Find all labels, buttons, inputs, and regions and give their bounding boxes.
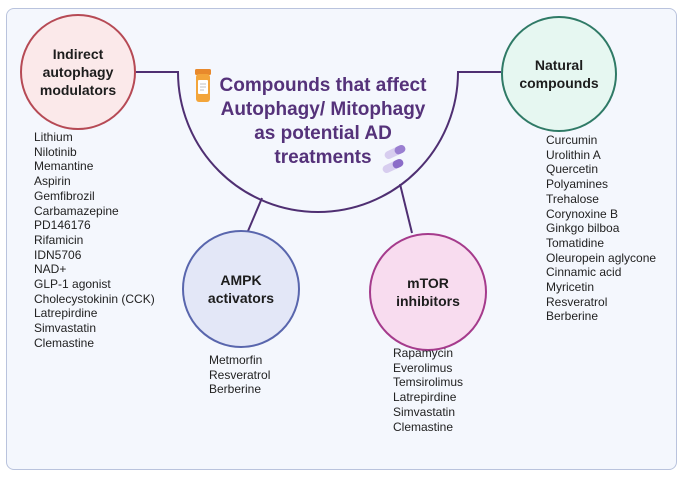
compound-list-item: Quercetin: [546, 162, 599, 177]
natural-compounds-node: Natural compounds: [501, 16, 617, 132]
compound-list-item: Gemfibrozil: [34, 188, 95, 203]
node-label-line: AMPK: [220, 272, 262, 288]
ampk-activators-node: AMPK activators: [182, 230, 300, 348]
node-label-line: compounds: [519, 75, 599, 91]
connector-ampk: [247, 197, 263, 232]
compound-list-item: Berberine: [209, 382, 262, 397]
compound-list-item: Polyamines: [546, 177, 609, 192]
node-label-line: activators: [207, 290, 275, 306]
compound-list-item: Temsirolimus: [393, 375, 464, 390]
compound-list-item: Carbamazepine: [34, 203, 119, 218]
compound-list-item: Trehalose: [546, 191, 599, 206]
compound-list-item: Tomatidine: [546, 235, 605, 250]
node-label-line: inhibitors: [396, 293, 460, 309]
compound-list-item: Myricetin: [546, 280, 595, 295]
compound-list-item: Berberine: [546, 309, 599, 324]
capsules-icon: [382, 145, 406, 173]
pill-bottle-icon: [195, 69, 211, 102]
compound-list-item: Simvastatin: [393, 404, 456, 419]
compound-list-item: Ginkgo bilboa: [546, 221, 620, 236]
compound-list-item: PD146176: [34, 218, 91, 233]
compound-list-item: Simvastatin: [34, 321, 97, 336]
title-arc: [136, 71, 501, 213]
compound-list-item: Cinnamic acid: [546, 265, 622, 280]
compound-list-item: Everolimus: [393, 360, 453, 375]
connector-mtor: [399, 183, 413, 234]
compound-list-item: Memantine: [34, 159, 94, 174]
compound-list-item: Resveratrol: [546, 294, 608, 309]
compound-list-item: IDN5706: [34, 247, 82, 262]
compound-list-item: Nilotinib: [34, 144, 77, 159]
mtor-inhibitors-node: mTOR inhibitors: [369, 233, 487, 351]
compound-list-item: Oleuropein aglycone: [546, 250, 657, 265]
compound-list-item: Clemastine: [393, 419, 454, 434]
compound-list-item: Cholecystokinin (CCK): [34, 291, 155, 306]
node-label-line: mTOR: [407, 275, 449, 291]
compound-list-item: Latrepirdine: [34, 306, 98, 321]
compound-list-item: Resveratrol: [209, 367, 271, 382]
compound-list-item: NAD+: [34, 262, 67, 277]
compound-list-item: GLP-1 agonist: [34, 277, 111, 292]
compound-list-item: Rapamycin: [393, 346, 454, 360]
compound-list-item: Curcumin: [546, 133, 598, 147]
node-label-line: Natural: [534, 57, 584, 73]
indirect-autophagy-modulators-node: Indirect autophagy modulators: [20, 14, 136, 130]
compound-list-item: Clemastine: [34, 335, 95, 350]
compound-list-item: Urolithin A: [546, 147, 601, 162]
node-label-line: autophagy: [42, 64, 114, 80]
diagram-title: Compounds that affect Autophagy/ Mitopha…: [219, 75, 427, 168]
compound-list-item: Aspirin: [34, 174, 71, 189]
compound-list-item: Rifamicin: [34, 232, 84, 247]
compound-list-item: Corynoxine B: [546, 206, 619, 221]
compound-list-item: Metmorfin: [209, 353, 263, 367]
compound-list-item: Latrepirdine: [393, 390, 457, 405]
node-label-line: Indirect: [52, 46, 104, 62]
node-label-line: modulators: [39, 82, 117, 98]
compound-list-item: Lithium: [34, 130, 73, 144]
